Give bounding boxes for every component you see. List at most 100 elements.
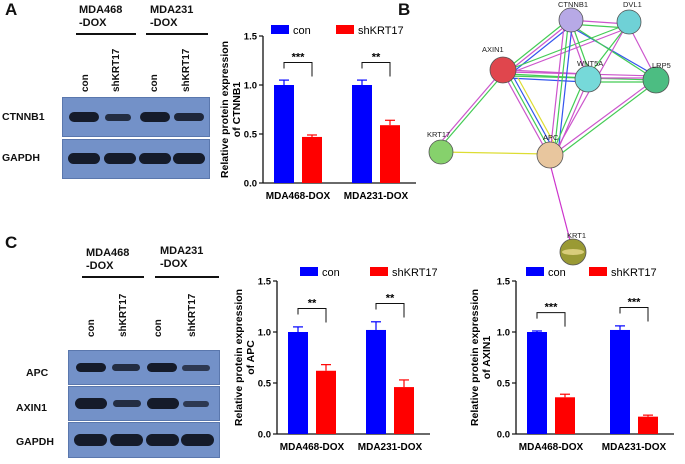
significance-label: *** bbox=[628, 297, 642, 309]
y-axis-label-line: Relative protein expression bbox=[469, 289, 481, 426]
network-labels: AXIN1 CTNNB1 DVL1 WNT5A LRP5 KRT17 APC K… bbox=[427, 0, 671, 240]
legend-label-shKRT17: shKRT17 bbox=[392, 267, 437, 279]
significance-bracket bbox=[375, 302, 405, 318]
y-axis-label-line: of AXIN1 bbox=[481, 336, 493, 380]
category-label: MDA231-DOX bbox=[358, 442, 423, 453]
y-tick-label: 1.5 bbox=[244, 32, 258, 43]
blot-c-row-apc: APC bbox=[26, 367, 49, 379]
category-label: MDA468-DOX bbox=[280, 442, 345, 453]
bar-shKRT17-0 bbox=[316, 370, 336, 434]
blot-a-lane-2: shKRT17 bbox=[111, 48, 122, 92]
legend-swatch-con bbox=[526, 267, 544, 276]
panel-label-a: A bbox=[5, 0, 18, 19]
node-label-ctnnb1: CTNNB1 bbox=[558, 0, 588, 9]
significance-label: ** bbox=[386, 292, 395, 304]
category-label: MDA231-DOX bbox=[344, 191, 409, 202]
y-axis-label-line: of APC bbox=[245, 340, 257, 375]
bar-shKRT17-1 bbox=[394, 387, 414, 434]
node-wnt5a bbox=[574, 65, 602, 93]
legend-swatch-con bbox=[271, 25, 289, 34]
significance-bracket bbox=[536, 312, 566, 327]
bar-shKRT17-1 bbox=[380, 125, 400, 183]
legend-swatch-shKRT17 bbox=[370, 267, 388, 276]
y-tick-label: 1.5 bbox=[258, 277, 272, 288]
blot-c-group-2: MDA231 -DOX bbox=[160, 245, 204, 270]
y-tick-label: 1.5 bbox=[497, 277, 511, 288]
node-label-krt17: KRT17 bbox=[427, 130, 450, 139]
node-label-apc: APC bbox=[543, 133, 559, 142]
blot-a-row-gapdh: GAPDH bbox=[2, 152, 40, 164]
y-tick-label: 1.0 bbox=[258, 328, 271, 339]
panel-label-b: B bbox=[398, 0, 411, 19]
legend-label-con: con bbox=[322, 267, 340, 279]
y-axis-label-line: of CTNNB1 bbox=[231, 82, 243, 138]
legend-label-con: con bbox=[548, 267, 566, 279]
legend-label-shKRT17: shKRT17 bbox=[358, 25, 404, 37]
node-label-krt1: KRT1 bbox=[567, 231, 586, 240]
node-ctnnb1 bbox=[558, 7, 584, 33]
legend-label-con: con bbox=[293, 25, 311, 37]
y-tick-label: 0.0 bbox=[244, 179, 257, 190]
panel-label-c: C bbox=[5, 233, 18, 252]
significance-bracket bbox=[283, 61, 313, 77]
blot-a-gapdh-strip bbox=[62, 139, 210, 179]
blot-c-group-1: MDA468 -DOX bbox=[86, 247, 130, 272]
blot-c-lane-1: con bbox=[86, 319, 97, 337]
y-tick-label: 0.5 bbox=[258, 379, 272, 390]
node-krt17 bbox=[428, 139, 454, 165]
bar-shKRT17-0 bbox=[555, 397, 575, 434]
blot-a-lane-1: con bbox=[80, 74, 91, 92]
y-tick-label: 1.0 bbox=[244, 81, 257, 92]
y-tick-label: 0.0 bbox=[258, 430, 271, 441]
y-axis-label-line: Relative protein expression bbox=[233, 289, 245, 426]
bar-con-1 bbox=[610, 329, 630, 434]
blot-c-figure: MDA468 -DOX MDA231 -DOX con shKRT17 con … bbox=[0, 230, 230, 464]
blot-c-row-gapdh: GAPDH bbox=[16, 436, 54, 448]
node-label-lrp5: LRP5 bbox=[652, 61, 671, 70]
blot-a-row-ctnnb1: CTNNB1 bbox=[2, 111, 45, 123]
blot-c-apc-strip bbox=[68, 350, 220, 385]
bar-con-1 bbox=[366, 329, 386, 434]
blot-c-lane-4: shKRT17 bbox=[187, 293, 198, 337]
node-label-dvl1: DVL1 bbox=[623, 0, 642, 9]
y-tick-label: 0.0 bbox=[497, 430, 510, 441]
blot-c-lane-3: con bbox=[153, 319, 164, 337]
category-label: MDA231-DOX bbox=[602, 442, 667, 453]
bar-con-0 bbox=[288, 332, 308, 434]
node-label-axin1: AXIN1 bbox=[482, 45, 504, 54]
category-label: MDA468-DOX bbox=[519, 442, 584, 453]
string-network: AXIN1 CTNNB1 DVL1 WNT5A LRP5 KRT17 APC K… bbox=[427, 0, 671, 266]
blot-a-lane-3: con bbox=[149, 74, 160, 92]
legend-label-shKRT17: shKRT17 bbox=[611, 267, 657, 279]
significance-bracket bbox=[297, 308, 327, 323]
significance-bracket bbox=[361, 61, 391, 77]
blot-c-gapdh-strip bbox=[68, 422, 220, 458]
significance-label: ** bbox=[372, 51, 381, 63]
bar-con-0 bbox=[274, 85, 294, 183]
blot-c-row-axin1: AXIN1 bbox=[16, 402, 47, 414]
y-axis-label-line: Relative protein expression bbox=[219, 41, 231, 178]
significance-label: ** bbox=[308, 298, 317, 310]
significance-bracket bbox=[619, 307, 649, 322]
y-tick-label: 0.5 bbox=[497, 379, 511, 390]
legend-swatch-con bbox=[300, 267, 318, 276]
blot-a-lane-4: shKRT17 bbox=[181, 48, 192, 92]
y-tick-label: 0.5 bbox=[244, 130, 258, 141]
node-dvl1 bbox=[616, 9, 642, 35]
blot-a-group-1: MDA468 -DOX bbox=[79, 4, 123, 29]
blot-a-figure: MDA468 -DOX MDA231 -DOX con shKRT17 con … bbox=[0, 0, 230, 200]
bar-shKRT17-1 bbox=[638, 416, 658, 434]
blot-c-axin1-strip bbox=[68, 386, 220, 421]
legend-swatch-shKRT17 bbox=[589, 267, 607, 276]
blot-a-group-2: MDA231 -DOX bbox=[150, 4, 194, 29]
node-lrp5 bbox=[642, 66, 670, 94]
significance-label: *** bbox=[545, 302, 559, 314]
node-axin1 bbox=[489, 56, 517, 84]
node-label-wnt5a: WNT5A bbox=[577, 59, 603, 68]
category-label: MDA468-DOX bbox=[266, 191, 331, 202]
